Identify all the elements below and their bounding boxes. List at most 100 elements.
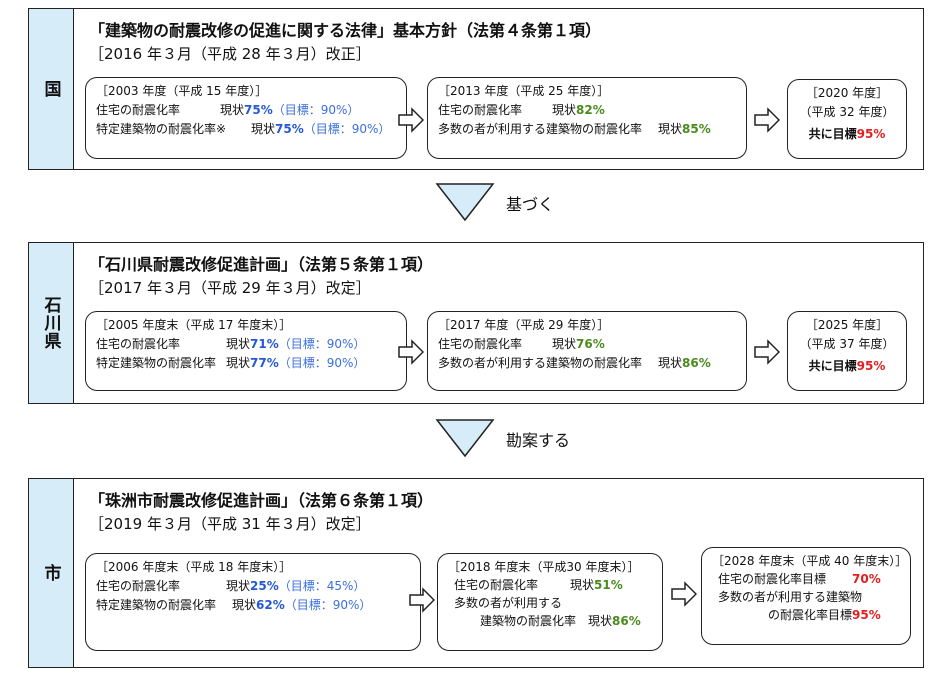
goal-box: ［2025 年度］ （平成 37 年度） 共に目標 95% (787, 311, 907, 391)
row-label: 住宅の耐震化率 (438, 103, 523, 117)
status-label: 現状 (588, 614, 613, 628)
row-label: 住宅の耐震化率 (96, 103, 181, 117)
status-label: 現状 (232, 598, 257, 612)
status-box-current: ［2017 年度（平成 29 年度）］ 住宅の耐震化率 現状 76% 多数の者が… (427, 311, 747, 391)
goal-value: 70% (852, 572, 881, 586)
status-box-current: ［2013 年度（平成 25 年度）］ 住宅の耐震化率 現状 82% 多数の者が… (427, 77, 747, 159)
status-label: 現状 (658, 122, 683, 136)
section-label: 国 (40, 80, 61, 98)
target-value: （目標：90%） (303, 122, 391, 136)
status-value: 62% (256, 598, 285, 612)
status-label: 現状 (220, 103, 245, 117)
status-box-current: ［2018 年度末（平成30 年度末）］ 住宅の耐震化率 現状 51% 多数の者… (437, 553, 663, 651)
goal-value: 95% (856, 359, 886, 373)
status-value: 76% (576, 337, 605, 351)
goal-row: 住宅の耐震化率目標 70% (712, 570, 900, 588)
goal-label: 共に目標 (808, 127, 857, 141)
box-header-2: （平成 32 年度） (799, 105, 895, 119)
box-header: ［2017 年度（平成 29 年度）］ (438, 318, 610, 332)
status-value: 75% (275, 122, 304, 136)
row-label: 住宅の耐震化率 (438, 337, 523, 351)
section-subtitle: ［2017 年３月（平成 29 年３月）改定］ (89, 279, 371, 297)
target-value: （目標：90%） (284, 598, 372, 612)
goal-label: 住宅の耐震化率目標 (718, 572, 827, 586)
status-box-baseline: ［2006 年度末（平成 18 年度末）］ 住宅の耐震化率 現状 25% （目標… (85, 553, 421, 651)
section-label-col: 石川県 (29, 243, 74, 403)
box-row: 多数の者が利用する建築物 (718, 590, 863, 604)
row-label: 住宅の耐震化率 (96, 337, 181, 351)
box-row: 住宅の耐震化率 現状 75% （目標：90%） (96, 101, 396, 120)
row-label: 多数の者が利用する建築物の耐震化率 (438, 122, 643, 136)
section-subtitle: ［2019 年３月（平成 31 年３月）改定］ (89, 515, 371, 533)
box-row: 住宅の耐震化率 現状 51% (448, 576, 652, 594)
goal-box: ［2020 年度］ （平成 32 年度） 共に目標 95% (787, 79, 907, 159)
box-row: 住宅の耐震化率 現状 25% （目標：45%） (96, 577, 410, 596)
box-header: ［2018 年度末（平成30 年度末）］ (448, 560, 640, 574)
status-label: 現状 (251, 122, 276, 136)
box-header: ［2005 年度末（平成 17 年度末）］ (96, 318, 292, 332)
section-label: 市 (40, 564, 61, 582)
status-value: 77% (250, 356, 279, 370)
arrow-right-icon (754, 107, 780, 133)
box-header: ［2003 年度（平成 15 年度）］ (96, 84, 268, 98)
status-value: 86% (612, 614, 641, 628)
section-label-col: 市 (29, 479, 74, 667)
section-label: 石川県 (40, 296, 61, 350)
status-label: 現状 (226, 356, 251, 370)
goal-value: 95% (856, 127, 886, 141)
box-header: ［2020 年度］ (805, 86, 889, 100)
goal-value: 95% (852, 608, 881, 622)
status-label: 現状 (552, 103, 577, 117)
section-subtitle: ［2016 年３月（平成 28 年３月）改正］ (89, 45, 371, 63)
section-label-col: 国 (29, 9, 74, 169)
status-value: 75% (244, 103, 273, 117)
goal-row: の耐震化率目標 95% (712, 606, 900, 624)
box-row: 多数の者が利用する建築物の耐震化率 現状 86% (438, 354, 736, 373)
goal-row: 共に目標 95% (798, 357, 896, 376)
status-value: 82% (576, 103, 605, 117)
status-box-baseline: ［2005 年度末（平成 17 年度末）］ 住宅の耐震化率 現状 71% （目標… (85, 311, 407, 391)
arrow-right-icon (409, 587, 435, 613)
row-label: 建築物の耐震化率 (480, 614, 577, 628)
status-value: 85% (682, 122, 711, 136)
row-label: 特定建築物の耐震化率 (96, 356, 217, 370)
section-title: 「珠洲市耐震改修促進計画」（法第６条第１項） (89, 491, 434, 510)
target-value: （目標：90%） (278, 356, 366, 370)
box-row: 特定建築物の耐震化率※ 現状 75% （目標：90%） (96, 120, 396, 139)
goal-box: ［2028 年度末（平成 40 年度末）］ 住宅の耐震化率目標 70% 多数の者… (701, 547, 911, 645)
status-value: 71% (250, 337, 279, 351)
target-value: （目標：90%） (278, 337, 366, 351)
section-title: 「石川県耐震改修促進計画」（法第５条第１項） (89, 255, 434, 274)
box-row: 多数の者が利用する (454, 596, 563, 610)
row-label: 特定建築物の耐震化率 (96, 598, 217, 612)
box-row: 住宅の耐震化率 現状 82% (438, 101, 736, 120)
section-prefecture: 石川県 「石川県耐震改修促進計画」（法第５条第１項） ［2017 年３月（平成 … (28, 242, 924, 404)
status-label: 現状 (658, 356, 683, 370)
arrow-right-icon (671, 581, 697, 607)
box-header: ［2028 年度末（平成 40 年度末）］ (712, 554, 908, 568)
target-value: （目標：90%） (272, 103, 360, 117)
row-label: 住宅の耐震化率 (454, 578, 539, 592)
box-header: ［2025 年度］ (805, 318, 889, 332)
status-value: 86% (682, 356, 711, 370)
status-label: 現状 (570, 578, 595, 592)
box-header-2: （平成 37 年度） (799, 337, 895, 351)
row-label: 特定建築物の耐震化率※ (96, 122, 227, 136)
down-triangle-icon (435, 183, 495, 222)
connector-label: 勘案する (506, 431, 571, 450)
arrow-right-icon (398, 107, 424, 133)
goal-label: の耐震化率目標 (768, 608, 853, 622)
row-label: 多数の者が利用する建築物の耐震化率 (438, 356, 643, 370)
arrow-right-icon (754, 339, 780, 365)
target-value: （目標：45%） (278, 579, 366, 593)
status-label: 現状 (226, 337, 251, 351)
box-header: ［2013 年度（平成 25 年度）］ (438, 84, 610, 98)
row-label: 住宅の耐震化率 (96, 579, 181, 593)
box-header: ［2006 年度末（平成 18 年度末）］ (96, 560, 292, 574)
goal-label: 共に目標 (808, 359, 857, 373)
box-row: 建築物の耐震化率 現状 86% (448, 612, 652, 630)
status-value: 25% (250, 579, 279, 593)
box-row: 特定建築物の耐震化率 現状 77% （目標：90%） (96, 354, 396, 373)
status-label: 現状 (226, 579, 251, 593)
section-title: 「建築物の耐震改修の促進に関する法律」基本方針（法第４条第１項） (89, 21, 602, 40)
